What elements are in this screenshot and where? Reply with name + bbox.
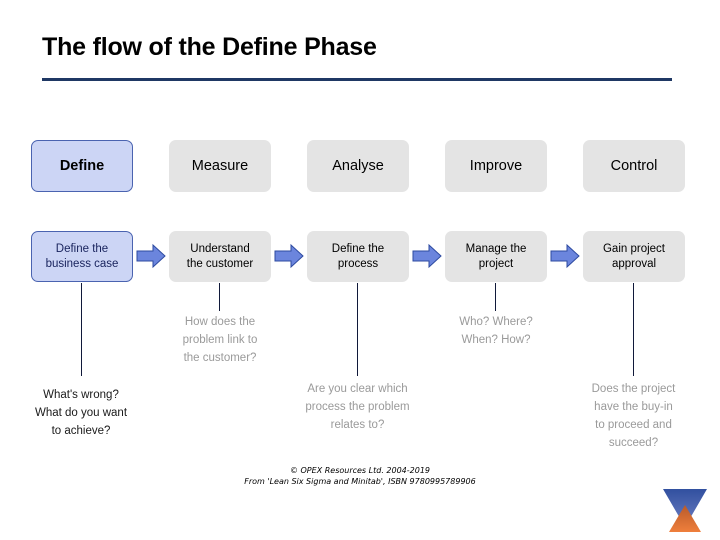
question-line: the customer? — [183, 352, 257, 364]
right-block-arrow-icon — [412, 243, 442, 269]
step-label-line1: Define the — [55, 242, 109, 255]
phase-label-analyse: Analyse — [332, 158, 384, 174]
title-block: The flow of the Define Phase — [42, 32, 672, 62]
phase-label-control: Control — [610, 158, 658, 174]
step-box-gain-project-approval[interactable]: Gain project approval — [583, 231, 685, 282]
step-label-line2: business case — [45, 257, 119, 270]
step-box-manage-the-project[interactable]: Manage the project — [445, 231, 547, 282]
phase-label-improve: Improve — [469, 158, 523, 174]
phase-box-define[interactable]: Define — [31, 140, 133, 192]
connector-line-column-4 — [495, 283, 496, 311]
phase-box-measure[interactable]: Measure — [169, 140, 271, 192]
connector-line-column-2 — [219, 283, 220, 311]
question-column-1: What's wrong? What do you want to achiev… — [11, 386, 151, 440]
title-underline-rule — [42, 78, 672, 81]
question-line: have the buy-in — [594, 401, 673, 413]
question-line: Are you clear which — [307, 383, 408, 395]
opex-hourglass-logo — [663, 489, 707, 532]
connector-line-column-1 — [81, 283, 82, 376]
step-box-understand-the-customer[interactable]: Understand the customer — [169, 231, 271, 282]
phase-box-control[interactable]: Control — [583, 140, 685, 192]
question-line: relates to? — [330, 419, 385, 431]
question-line: What's wrong? — [43, 389, 119, 401]
phase-label-define: Define — [59, 158, 105, 174]
question-line: process the problem — [305, 401, 410, 413]
footer-copyright: © OPEX Resources Ltd. 2004-2019 From 'Le… — [0, 465, 720, 487]
page-title: The flow of the Define Phase — [42, 33, 377, 61]
phase-label-measure: Measure — [191, 158, 249, 174]
step-label-line1: Manage the — [465, 242, 527, 255]
question-column-4: Who? Where? When? How? — [431, 313, 561, 349]
connector-line-column-5 — [633, 283, 634, 376]
connector-line-column-3 — [357, 283, 358, 376]
question-column-2: How does the problem link to the custome… — [155, 313, 285, 367]
step-box-define-business-case[interactable]: Define the business case — [31, 231, 133, 282]
step-box-define-the-process[interactable]: Define the process — [307, 231, 409, 282]
question-line: succeed? — [608, 437, 659, 449]
footer-line-2: From 'Lean Six Sigma and Minitab', ISBN … — [244, 477, 476, 486]
step-label-line2: the customer — [186, 257, 254, 270]
step-label-line1: Define the — [331, 242, 385, 255]
step-label-line2: approval — [611, 257, 657, 270]
phase-box-analyse[interactable]: Analyse — [307, 140, 409, 192]
question-line: to proceed and — [595, 419, 672, 431]
step-label-line1: Understand — [190, 242, 250, 255]
question-line: What do you want — [34, 407, 128, 419]
phase-box-improve[interactable]: Improve — [445, 140, 547, 192]
step-label-line1: Gain project — [602, 242, 665, 255]
right-block-arrow-icon — [136, 243, 166, 269]
question-line: How does the — [184, 316, 256, 328]
question-line: problem link to — [182, 334, 258, 346]
step-label-line2: process — [337, 257, 379, 270]
right-block-arrow-icon — [274, 243, 304, 269]
question-line: Does the project — [591, 383, 676, 395]
question-column-3: Are you clear which process the problem … — [285, 380, 430, 434]
step-label-line2: project — [478, 257, 514, 270]
question-line: to achieve? — [51, 425, 111, 437]
footer-line-1: © OPEX Resources Ltd. 2004-2019 — [289, 466, 431, 475]
question-column-5: Does the project have the buy-in to proc… — [566, 380, 701, 452]
question-line: When? How? — [461, 334, 531, 346]
right-block-arrow-icon — [550, 243, 580, 269]
question-line: Who? Where? — [459, 316, 533, 328]
